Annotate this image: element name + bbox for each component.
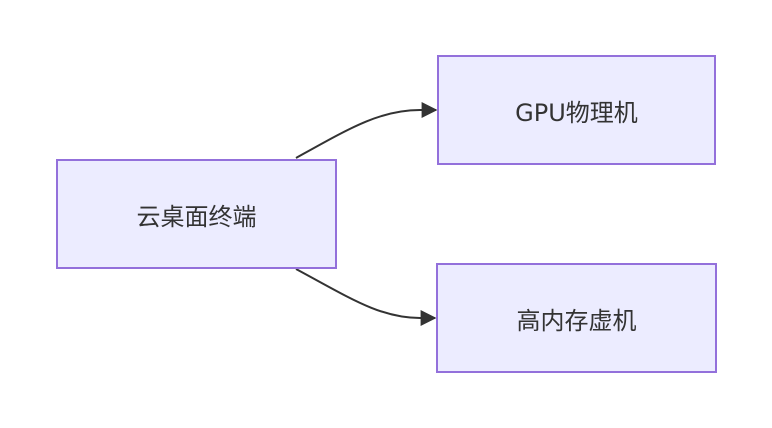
edge-a-to-b [295,102,438,159]
node-cloud-desktop-terminal[interactable]: 云桌面终端 [56,159,337,269]
node-gpu-physical-machine[interactable]: GPU物理机 [437,55,716,165]
edge-a-to-c [295,268,437,326]
node-label: GPU物理机 [515,98,638,127]
node-label: 云桌面终端 [136,202,257,231]
node-label: 高内存虚机 [516,306,637,335]
node-high-memory-vm[interactable]: 高内存虚机 [436,263,717,373]
